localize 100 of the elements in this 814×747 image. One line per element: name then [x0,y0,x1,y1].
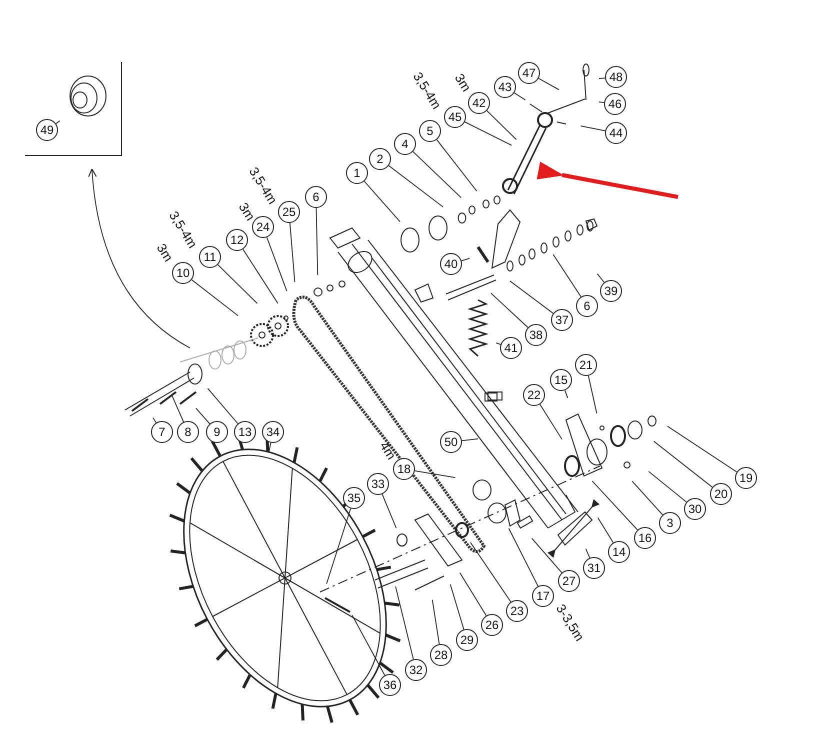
leader-line [490,292,528,328]
callout-number: 39 [600,280,622,302]
callout-number: 30 [684,498,706,520]
callout-number: 38 [525,324,547,346]
callout-number: 27 [558,570,580,592]
callout-number: 13 [234,421,256,443]
leader-line [653,440,713,488]
callout-number: 47 [518,62,540,84]
callout-number: 10 [172,262,194,284]
callout-number: 16 [634,527,656,549]
leader-line [461,438,479,442]
callout-number: 3 [659,512,681,534]
callout-number: 24 [252,216,274,238]
callout-number: 25 [278,201,300,223]
leader-line [464,121,512,146]
leader-line [395,586,414,660]
callout-number: 28 [430,644,452,666]
leader-line [326,508,352,584]
callout-number: 22 [523,384,545,406]
callout-number: 33 [367,473,389,495]
curved-arrow [88,168,190,348]
callout-number: 19 [735,467,757,489]
leader-line [597,517,614,544]
leader-line [152,417,157,424]
leader-line [55,120,60,124]
callout-number: 7 [151,421,173,443]
leader-line [196,408,210,424]
leader-line [588,375,598,414]
callout-number: 50 [440,431,462,453]
leader-line [585,548,590,558]
leader-line [459,572,487,616]
leader-line [598,78,606,80]
leader-line [382,494,397,529]
leader-line [352,614,386,676]
callout-number: 45 [444,106,466,128]
leader-line [486,110,517,140]
leader-line [539,404,562,440]
leader-line [266,236,288,292]
callout-number: 21 [575,354,597,376]
length-note: 3m [452,70,474,94]
leader-line [632,480,664,516]
leader-line [217,264,258,304]
callout-number: 26 [481,614,503,636]
leader-line [514,92,526,100]
leader-line [207,388,238,424]
leader-line [364,180,401,222]
leader-line [412,151,462,198]
callout-number: 5 [419,120,441,142]
callout-number: 41 [500,337,522,359]
leader-line [592,480,638,530]
callout-number: 46 [604,93,626,115]
callout-number: 11 [199,246,221,268]
callout-number: 44 [605,122,627,144]
callout-number: 4 [394,133,416,155]
callout-number: 32 [405,659,427,681]
inset-frame [25,62,122,156]
callout-number: 42 [468,92,490,114]
callout-number: 34 [262,421,284,443]
callout-number: 36 [379,674,401,696]
leader-line [432,599,440,645]
leader-line [461,258,470,262]
leader-line [191,279,239,316]
leader-line [648,471,687,503]
leader-line [242,248,278,304]
leader-line [538,78,560,90]
leader-line [388,165,444,208]
callout-number: 43 [494,76,516,98]
leader-line [172,395,184,422]
callout-number: 1 [346,162,368,184]
leader-line [667,426,738,472]
leader-line [268,442,272,452]
callout-number: 49 [36,119,58,141]
callout-number: 2 [369,148,391,170]
leader-line [564,390,568,398]
leader-line [580,126,606,132]
callout-number: 8 [177,421,199,443]
leader-line [596,273,605,283]
callout-number: 6 [576,295,598,317]
leader-line [436,139,478,192]
callout-number: 15 [550,369,572,391]
leader-line [470,542,512,602]
leader-line [496,342,502,345]
leader-line [316,208,318,276]
callout-number: 35 [343,487,365,509]
callout-number: 29 [456,629,478,651]
callout-number: 37 [551,309,573,331]
leader-line [510,280,554,314]
leader-line [552,254,582,298]
leader-line [450,584,464,630]
leader-line [414,470,456,478]
callout-number: 18 [393,458,415,480]
callout-number: 48 [605,66,627,88]
leader-line [598,101,605,104]
leader-line [531,538,562,574]
length-note: 3m [154,240,176,264]
callout-number: 23 [506,600,528,622]
leader-line [289,222,296,282]
callout-number: 40 [440,253,462,275]
callout-number: 31 [583,557,605,579]
leader-line [508,528,538,587]
